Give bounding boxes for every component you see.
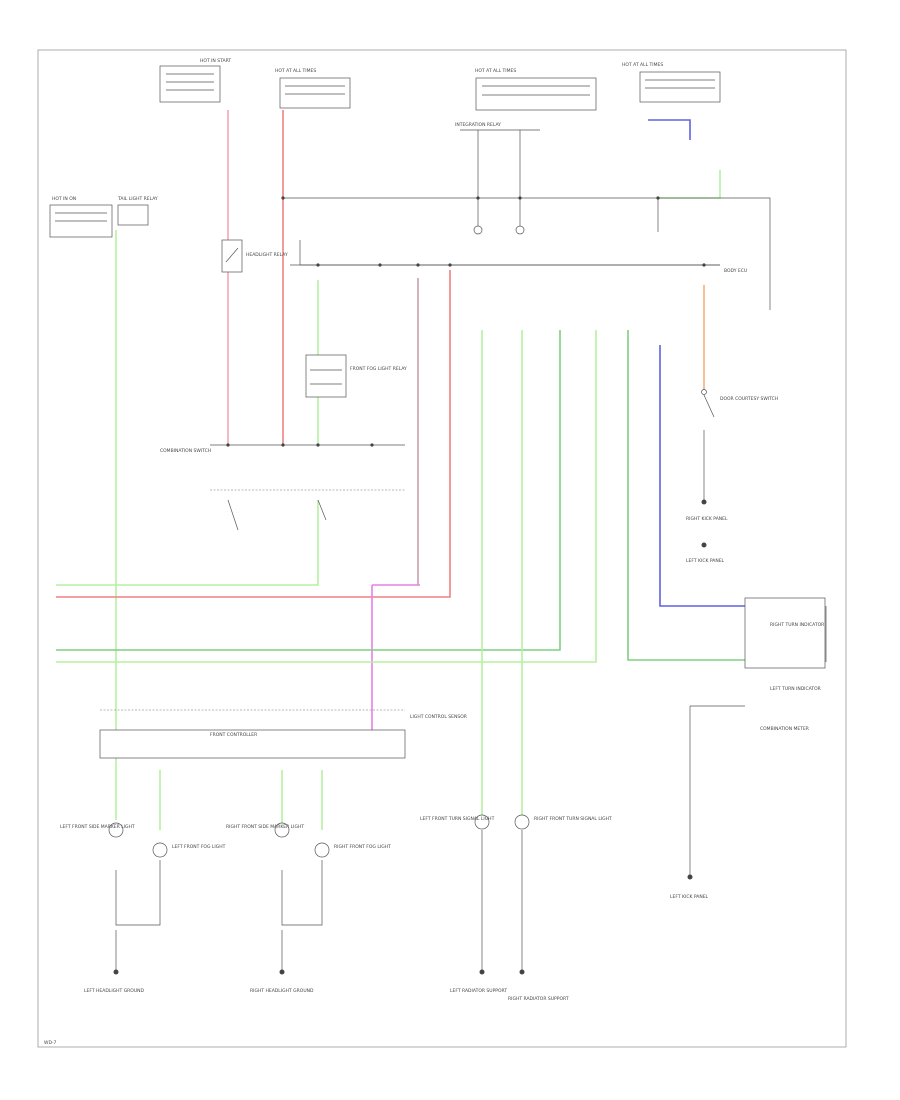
ground-4-label: RIGHT RADIATOR SUPPORT	[508, 996, 569, 1002]
ground-3-label: LEFT RADIATOR SUPPORT	[450, 988, 507, 994]
power-label-hot-at-all-times-1: HOT AT ALL TIMES	[275, 68, 351, 109]
integration-relay: INTEGRATION RELAY	[455, 122, 540, 235]
power-label-hot-at-all-times-3: HOT AT ALL TIMES	[622, 62, 721, 103]
wire-blue-top	[648, 119, 691, 140]
power-label-hot-at-all-times-2: HOT AT ALL TIMES	[475, 68, 597, 111]
front-controller-label: FRONT CONTROLLER	[210, 732, 257, 738]
left-front-side-marker-lamp: LEFT FRONT SIDE MARKER LIGHT	[60, 822, 135, 838]
connector-dots	[226, 196, 706, 447]
front-fog-light-relay-label: FRONT FOG LIGHT RELAY	[350, 366, 407, 372]
diagram-frame	[37, 49, 847, 1048]
left-front-fog-light-label: LEFT FRONT FOG LIGHT	[172, 844, 226, 850]
body-ecu: BODY ECU	[290, 264, 747, 274]
headlight-relay: HEADLIGHT RELAY	[221, 239, 288, 273]
headlight-relay-label: HEADLIGHT RELAY	[246, 252, 288, 258]
ground-1-label: LEFT HEADLIGHT GROUND	[84, 988, 145, 994]
combination-switch-label: COMBINATION SWITCH	[160, 448, 211, 454]
hot-at-all-times-1-label: HOT AT ALL TIMES	[275, 68, 316, 74]
door-courtesy-switch-label: DOOR COURTESY SWITCH	[720, 396, 778, 402]
right-front-side-marker-lamp: RIGHT FRONT SIDE MARKER LIGHT	[226, 822, 304, 838]
wire-black-11	[115, 930, 283, 970]
right-front-turn-signal-lamp: RIGHT FRONT TURN SIGNAL LIGHT	[514, 814, 612, 830]
hot-at-all-times-2-label: HOT AT ALL TIMES	[475, 68, 516, 74]
left-front-turn-signal-label: LEFT FRONT TURN SIGNAL LIGHT	[420, 816, 495, 822]
ground-5-label: LEFT KICK PANEL	[670, 894, 709, 900]
footer-code: WD-7	[44, 1040, 57, 1046]
integration-relay-label: INTEGRATION RELAY	[455, 122, 501, 128]
wire-magenta	[371, 584, 420, 730]
ground-points: LEFT HEADLIGHT GROUND RIGHT HEADLIGHT GR…	[84, 499, 728, 1002]
wire-blue-v	[659, 345, 745, 607]
front-controller: FRONT CONTROLLER LIGHT CONTROL SENSOR	[99, 714, 467, 759]
front-fog-light-relay: FRONT FOG LIGHT RELAY	[305, 354, 407, 398]
hot-in-on-label: HOT IN ON	[52, 196, 76, 202]
left-front-turn-signal-lamp: LEFT FRONT TURN SIGNAL LIGHT	[420, 814, 495, 830]
tail-light-relay-label: TAIL LIGHT RELAY	[117, 196, 158, 202]
hot-at-all-times-3-label: HOT AT ALL TIMES	[622, 62, 663, 68]
wire-green-hbus-3	[56, 330, 561, 651]
left-front-fog-lamp: LEFT FRONT FOG LIGHT	[152, 842, 226, 858]
ground-2-label: RIGHT HEADLIGHT GROUND	[250, 988, 314, 994]
body-ecu-label: BODY ECU	[724, 268, 747, 274]
wire-red-hbus-2	[56, 270, 451, 598]
wire-green-top-bus	[658, 170, 721, 199]
tail-light-relay: TAIL LIGHT RELAY	[117, 196, 158, 226]
wire-green-hbus-4	[56, 330, 597, 663]
ground-7-label: LEFT KICK PANEL	[686, 558, 725, 564]
power-label-hot-in-start: HOT IN START	[159, 58, 231, 103]
wire-black-12	[481, 930, 523, 970]
right-front-fog-light-label: RIGHT FRONT FOG LIGHT	[334, 844, 391, 850]
right-turn-indicator-label: RIGHT TURN INDICATOR	[770, 622, 824, 628]
right-front-turn-signal-label: RIGHT FRONT TURN SIGNAL LIGHT	[534, 816, 612, 822]
ground-6-label: RIGHT KICK PANEL	[686, 516, 728, 522]
combination-meter-label: COMBINATION METER	[760, 726, 809, 732]
combination-switch: COMBINATION SWITCH	[160, 444, 405, 531]
left-front-side-marker-label: LEFT FRONT SIDE MARKER LIGHT	[60, 824, 135, 830]
power-label-hot-in-on: HOT IN ON	[49, 196, 113, 238]
wire-green-hbus-1	[56, 500, 319, 586]
combination-meter: RIGHT TURN INDICATOR LEFT TURN INDICATOR…	[744, 597, 826, 732]
wire-green-v-3	[627, 330, 745, 661]
door-courtesy-switch: DOOR COURTESY SWITCH	[701, 389, 778, 418]
wire-black-4	[115, 860, 161, 926]
wire-black-5	[281, 860, 323, 926]
right-front-fog-lamp: RIGHT FRONT FOG LIGHT	[314, 842, 391, 858]
light-control-sensor-label: LIGHT CONTROL SENSOR	[410, 714, 467, 720]
left-turn-indicator-label: LEFT TURN INDICATOR	[770, 686, 821, 692]
hot-in-start-label: HOT IN START	[200, 58, 231, 64]
right-front-side-marker-label: RIGHT FRONT SIDE MARKER LIGHT	[226, 824, 304, 830]
wire-black-2	[477, 130, 521, 230]
wire-black-top-bus	[283, 197, 771, 310]
